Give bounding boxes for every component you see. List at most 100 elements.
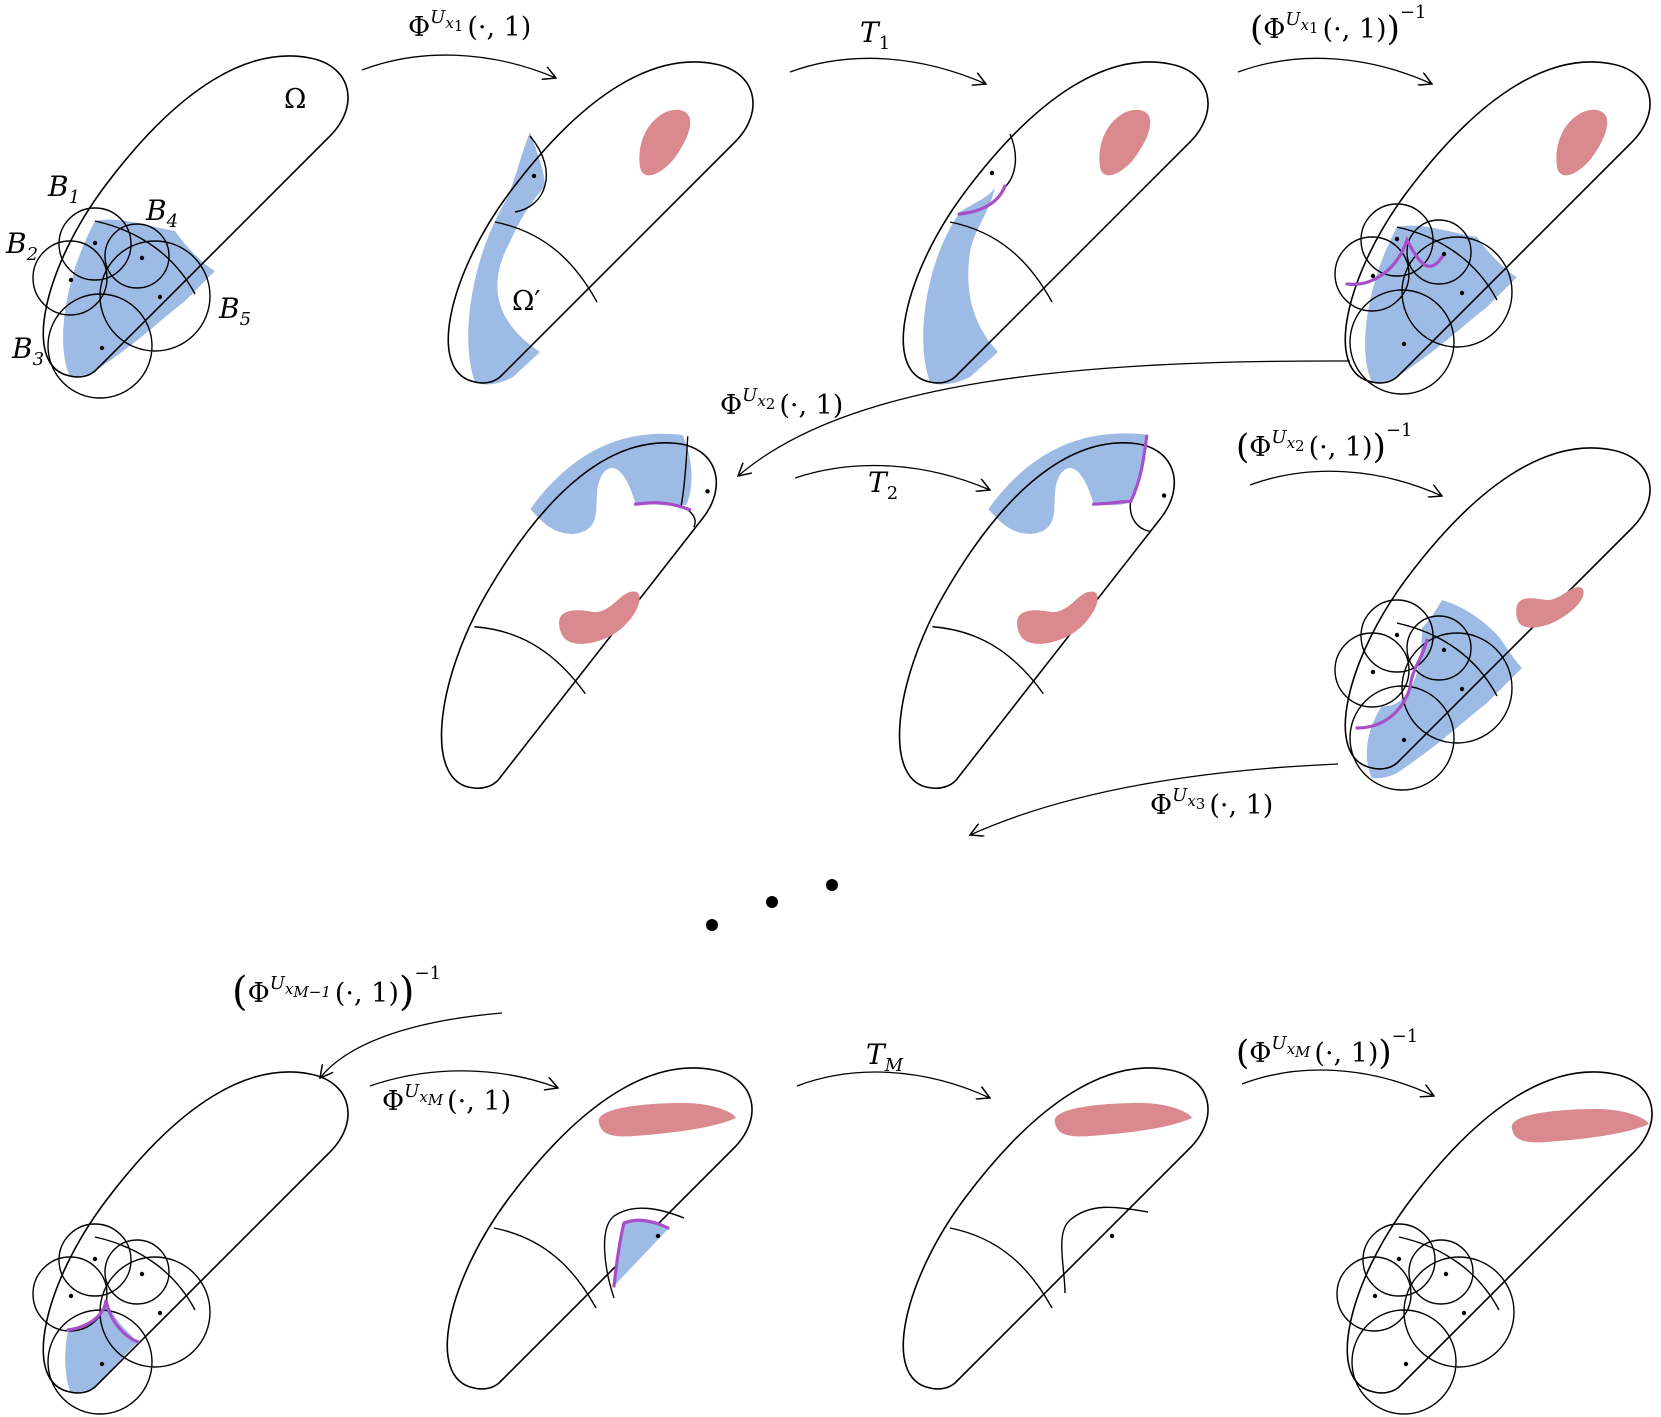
target-region [1017, 591, 1098, 644]
ellipsis-dot [706, 919, 718, 931]
inner-cut [949, 221, 1053, 303]
center-dot [139, 1271, 145, 1277]
center-dot [1401, 341, 1407, 347]
blue-region [923, 187, 998, 385]
center-dot [989, 170, 995, 176]
center-dot [531, 173, 537, 179]
center-dot [1370, 669, 1376, 675]
ball-B4 [104, 223, 170, 289]
label-phi-inv-M-1: (ΦUxM−1(·, 1))−1 [232, 963, 441, 1015]
center-dot [1370, 273, 1376, 279]
ball [1401, 632, 1513, 744]
target-region [1516, 587, 1584, 628]
inner-cut [949, 1227, 1053, 1309]
ball [1336, 1256, 1412, 1332]
center-dot [1109, 1233, 1115, 1239]
target-region [559, 591, 640, 644]
boundary-curve [612, 1218, 670, 1288]
center-dot [1441, 251, 1447, 257]
center-dot [1459, 290, 1465, 296]
label-phi-M: ΦUxM(·, 1) [382, 1081, 511, 1117]
arrow-phi-inv-1 [1237, 57, 1432, 84]
neighborhood-cut [1004, 133, 1017, 188]
center-dot [1394, 632, 1400, 638]
center-dot [68, 277, 74, 283]
blue-region [468, 132, 545, 385]
ball-B1 [58, 207, 132, 281]
center-dot [1443, 1271, 1449, 1277]
center-dot [705, 489, 710, 494]
panel-r1-3 [902, 61, 1209, 385]
ball [1362, 1223, 1436, 1297]
center-dot [99, 1361, 105, 1367]
center-dot [1441, 647, 1447, 653]
panel-r2-3 [1334, 447, 1651, 791]
panel-r3-4 [1336, 1071, 1653, 1415]
inner-cut [1398, 1236, 1500, 1311]
center-dot [92, 1256, 98, 1262]
neighborhood-cut [514, 135, 548, 213]
center-dot [92, 240, 98, 246]
ball [1360, 203, 1434, 277]
boundary-curve [1092, 434, 1149, 506]
blue-region [530, 433, 692, 534]
target-region [1511, 1109, 1649, 1143]
ball [1334, 632, 1410, 708]
center-dot [68, 1293, 74, 1299]
panel-r3-3 [902, 1067, 1209, 1390]
label-T-1: T1 [860, 16, 890, 54]
ball-labels: B1 B2 B3 B4 B5 [5, 170, 251, 370]
panel-r1-4 [1334, 61, 1651, 395]
ball-B5 [99, 240, 211, 352]
target-region [1054, 1103, 1192, 1137]
neighborhood-cut [1061, 1206, 1149, 1294]
ball [1403, 1256, 1515, 1368]
ellipsis-dot [826, 879, 838, 891]
center-dot [1461, 1310, 1467, 1316]
panel-r2-2 [865, 433, 1209, 793]
boundary-curve [634, 501, 692, 512]
inner-cut [932, 626, 1044, 695]
target-region [1556, 109, 1608, 176]
target-region [598, 1103, 736, 1137]
center-dot [99, 345, 105, 351]
panel-r1-2 [447, 61, 754, 385]
neighborhood-cut [1129, 501, 1151, 533]
center-dot [1403, 1361, 1409, 1367]
boundary-curve [1345, 235, 1446, 286]
label-phi-inv-2: (ΦUx2(·, 1))−1 [1236, 420, 1412, 467]
label-phi-2: ΦUx2(·, 1) [720, 385, 843, 421]
ball [1406, 219, 1472, 285]
blue-region [65, 1300, 138, 1393]
ball [1406, 615, 1472, 681]
target-region [1099, 109, 1151, 176]
arrow-phi-3 [970, 763, 1339, 835]
boundary-curve [1355, 638, 1429, 730]
ellipsis-dot [766, 896, 778, 908]
center-dot [157, 294, 163, 300]
inner-cut [94, 220, 196, 295]
ball [1351, 1309, 1457, 1415]
panel-r3-2 [446, 1067, 753, 1390]
inner-cut [1396, 226, 1498, 301]
inner-cut [94, 1236, 196, 1311]
label-B5: B5 [218, 292, 251, 330]
label-B2: B2 [5, 227, 38, 265]
center-dot [1459, 686, 1465, 692]
center-dot [157, 1310, 163, 1316]
panel-r3-1 [32, 1071, 349, 1415]
center-dot [1401, 737, 1407, 743]
ball [1408, 1239, 1474, 1305]
panel-r1-1 [32, 55, 349, 399]
label-T-M: TM [866, 1038, 904, 1076]
inner-cut [494, 221, 598, 303]
center-dot [1396, 1256, 1402, 1262]
inner-cut [493, 1227, 597, 1309]
center-dot [1394, 236, 1400, 242]
inner-cut [1396, 622, 1498, 697]
boundary-curve [66, 1299, 140, 1344]
arrow-phi-inv-M [1241, 1069, 1434, 1096]
blue-region [988, 433, 1146, 534]
ball [104, 1239, 170, 1305]
label-B4: B4 [145, 194, 178, 232]
